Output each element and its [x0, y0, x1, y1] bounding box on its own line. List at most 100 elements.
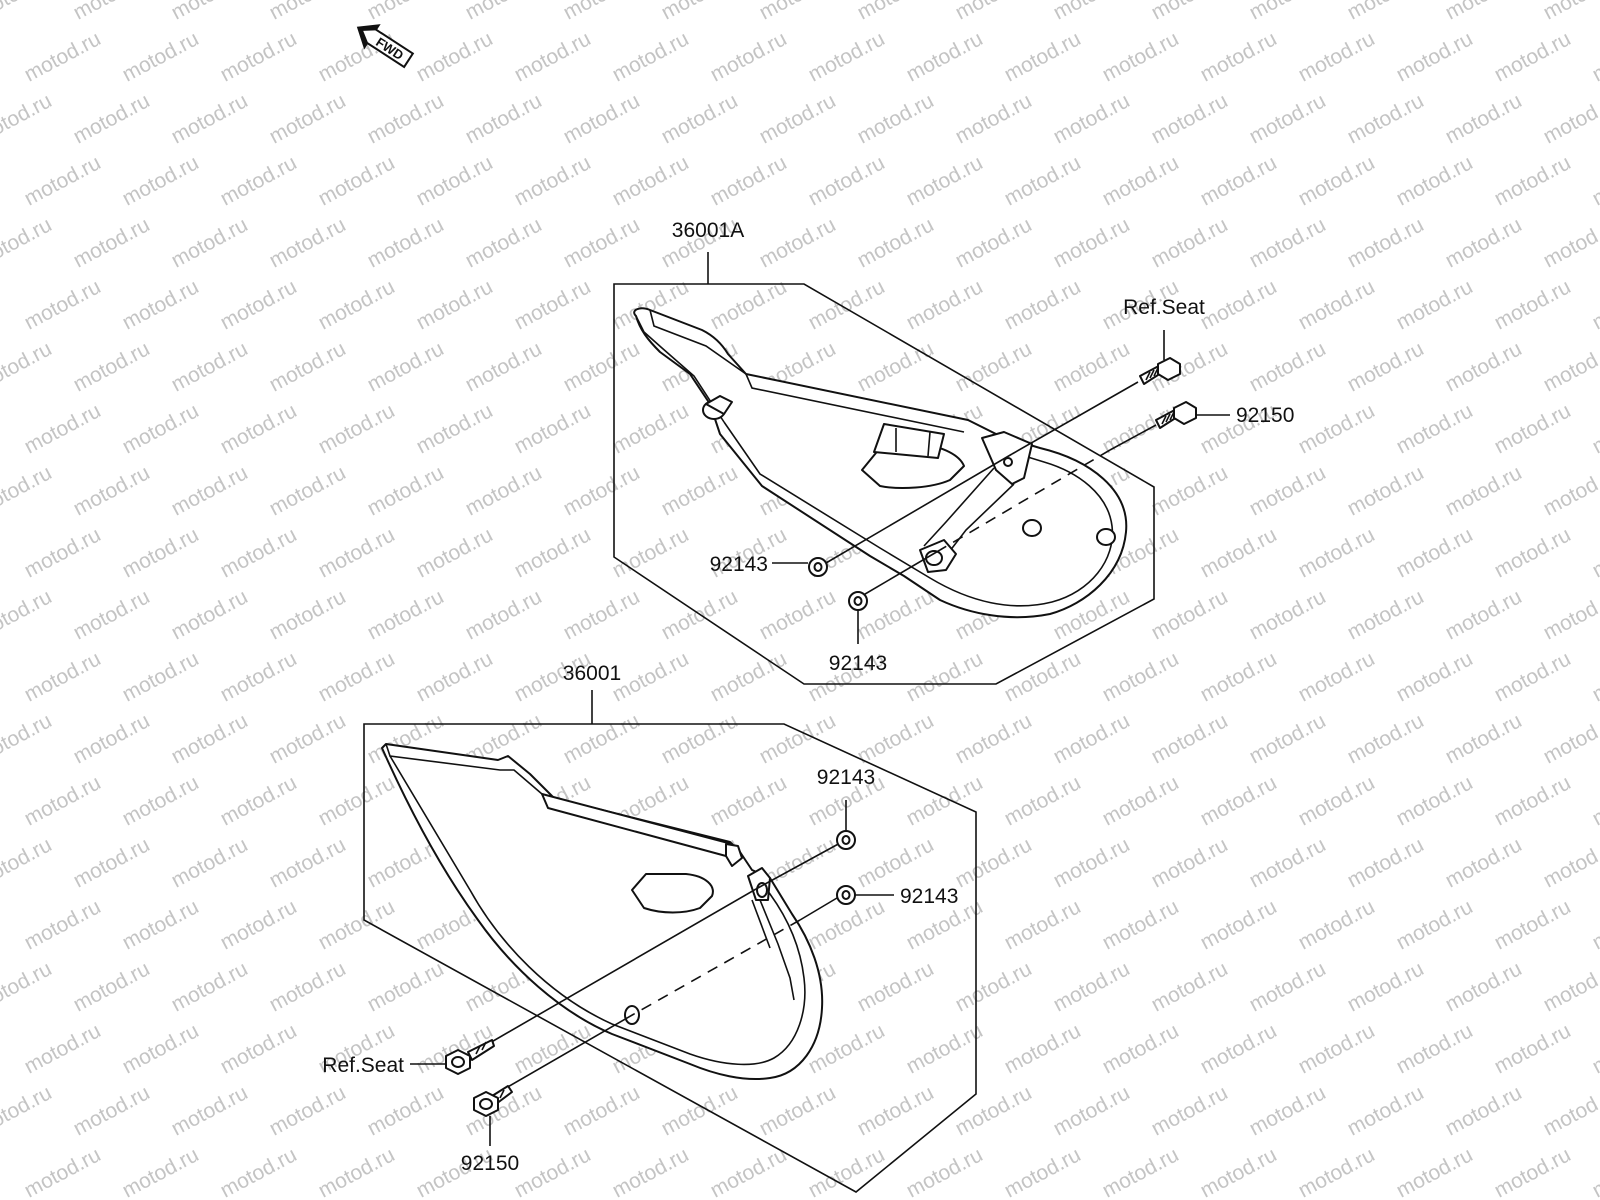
watermark-text: motod.ru: [1442, 585, 1526, 644]
watermark-text: motod.ru: [903, 27, 987, 86]
watermark-text: motod.ru: [1344, 709, 1428, 768]
watermark-text: motod.ru: [1344, 337, 1428, 396]
watermark-text: motod.ru: [0, 337, 56, 396]
watermark-text: motod.ru: [707, 27, 791, 86]
watermark-text: motod.ru: [1099, 647, 1183, 706]
watermark-text: motod.ru: [952, 709, 1036, 768]
watermark-text: motod.ru: [21, 895, 105, 954]
watermark-text: motod.ru: [266, 0, 350, 24]
watermark-text: motod.ru: [168, 833, 252, 892]
watermark-text: motod.ru: [1050, 89, 1134, 148]
watermark-text: motod.ru: [1442, 957, 1526, 1016]
watermark-text: motod.ru: [70, 709, 154, 768]
watermark-text: motod.ru: [217, 399, 301, 458]
watermark-text: motod.ru: [1197, 151, 1281, 210]
watermark-text: motod.ru: [266, 337, 350, 396]
watermark-text: motod.ru: [168, 709, 252, 768]
watermark-text: motod.ru: [1246, 461, 1330, 520]
watermark-text: motod.ru: [1589, 151, 1600, 210]
watermark-text: motod.ru: [21, 27, 105, 86]
watermark-text: motod.ru: [1491, 275, 1575, 334]
watermark-text: motod.ru: [511, 1019, 595, 1078]
watermark-text: motod.ru: [1442, 1081, 1526, 1140]
watermark-text: motod.ru: [1295, 1143, 1379, 1200]
watermark-text: motod.ru: [1197, 27, 1281, 86]
watermark-text: motod.ru: [413, 399, 497, 458]
watermark-text: motod.ru: [70, 1081, 154, 1140]
watermark-text: motod.ru: [952, 0, 1036, 24]
watermark-text: motod.ru: [1344, 89, 1428, 148]
lower-washer-2-label: 92143: [900, 885, 958, 908]
watermark-text: motod.ru: [903, 275, 987, 334]
watermark-text: motod.ru: [1442, 337, 1526, 396]
watermark-text: motod.ru: [854, 957, 938, 1016]
watermark-text: motod.ru: [1442, 461, 1526, 520]
watermark-text: motod.ru: [1001, 1143, 1085, 1200]
upper-bolt-92150-icon: [1155, 401, 1197, 429]
watermark-text: motod.ru: [1442, 709, 1526, 768]
watermark-text: motod.ru: [0, 213, 56, 272]
watermark-text: motod.ru: [462, 461, 546, 520]
watermark-text: motod.ru: [413, 523, 497, 582]
watermark-text: motod.ru: [364, 213, 448, 272]
watermark-text: motod.ru: [119, 399, 203, 458]
watermark-text: motod.ru: [119, 647, 203, 706]
upper-assembly-frame: [613, 283, 1155, 685]
watermark-text: motod.ru: [217, 27, 301, 86]
watermark-text: motod.ru: [0, 957, 56, 1016]
watermark-text: motod.ru: [1099, 1143, 1183, 1200]
watermark-text: motod.ru: [0, 1081, 56, 1140]
watermark-text: motod.ru: [1442, 833, 1526, 892]
watermark-text: motod.ru: [315, 399, 399, 458]
watermark-text: motod.ru: [1491, 151, 1575, 210]
upper-washer-1-label: 92143: [710, 553, 768, 576]
watermark-text: motod.ru: [609, 1143, 693, 1200]
watermark-text: motod.ru: [119, 151, 203, 210]
watermark-text: motod.ru: [1393, 895, 1477, 954]
watermark-text: motod.ru: [70, 337, 154, 396]
watermark-text: motod.ru: [364, 461, 448, 520]
lower-ref-seat-label: Ref.Seat: [322, 1054, 404, 1077]
watermark-text: motod.ru: [217, 523, 301, 582]
watermark-text: motod.ru: [168, 213, 252, 272]
watermark-text: motod.ru: [1491, 771, 1575, 830]
watermark-text: motod.ru: [560, 213, 644, 272]
watermark-text: motod.ru: [1001, 151, 1085, 210]
watermark-text: motod.ru: [1540, 709, 1600, 768]
upper-side-cover: [633, 307, 1128, 619]
watermark-text: motod.ru: [756, 213, 840, 272]
watermark-text: motod.ru: [903, 1143, 987, 1200]
watermark-text: motod.ru: [70, 213, 154, 272]
watermark-text: motod.ru: [462, 213, 546, 272]
watermark-text: motod.ru: [413, 275, 497, 334]
watermark-text: motod.ru: [511, 151, 595, 210]
watermark-text: motod.ru: [1148, 585, 1232, 644]
watermark-text: motod.ru: [1197, 1019, 1281, 1078]
watermark-text: motod.ru: [1540, 0, 1600, 24]
watermark-text: motod.ru: [315, 151, 399, 210]
watermark-text: motod.ru: [1050, 957, 1134, 1016]
watermark-text: motod.ru: [1344, 0, 1428, 24]
watermark-text: motod.ru: [168, 0, 252, 24]
watermark-text: motod.ru: [511, 1143, 595, 1200]
watermark-text: motod.ru: [805, 151, 889, 210]
watermark-text: motod.ru: [1148, 0, 1232, 24]
watermark-text: motod.ru: [1246, 337, 1330, 396]
watermark-text: motod.ru: [1540, 1081, 1600, 1140]
watermark-text: motod.ru: [1050, 1081, 1134, 1140]
watermark-text: motod.ru: [560, 0, 644, 24]
watermark-text: motod.ru: [1295, 771, 1379, 830]
upper-washer-2-label: 92143: [829, 652, 887, 675]
watermark-text: motod.ru: [658, 0, 742, 24]
watermark-text: motod.ru: [1246, 1081, 1330, 1140]
watermark-text: motod.ru: [1491, 27, 1575, 86]
watermark-text: motod.ru: [609, 399, 693, 458]
watermark-text: motod.ru: [315, 1143, 399, 1200]
watermark-text: motod.ru: [952, 337, 1036, 396]
watermark-text: motod.ru: [364, 89, 448, 148]
watermark-text: motod.ru: [511, 27, 595, 86]
watermark-text: motod.ru: [560, 337, 644, 396]
lower-side-cover: [381, 743, 824, 1081]
lower-ref-seat-bolt-icon: [445, 1039, 495, 1075]
watermark-text: motod.ru: [1148, 833, 1232, 892]
